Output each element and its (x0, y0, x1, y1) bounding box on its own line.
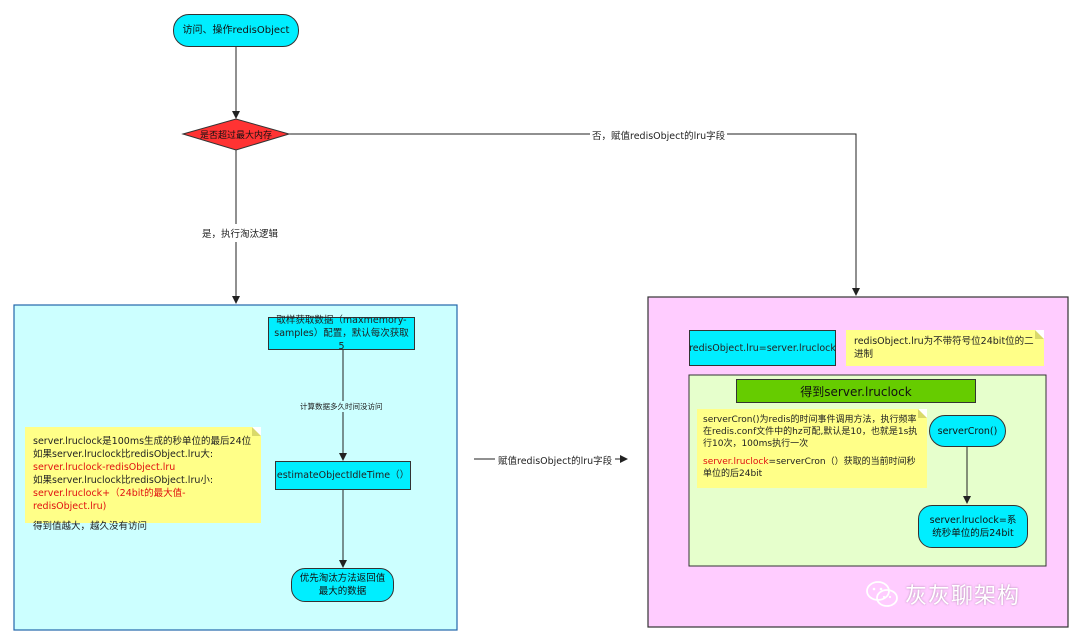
left-note-line3: server.lruclock-redisObject.lru (33, 462, 176, 473)
cron-note-fold (918, 409, 927, 418)
get-lruclock-header: 得到server.lruclock (736, 379, 976, 403)
edge-label-yes: 是，执行淘汰逻辑 (200, 224, 281, 242)
lru-assign-node: redisObject.lru=server.lruclock (689, 330, 836, 366)
lru-note-fold (1035, 330, 1044, 339)
lruclock-result-text: server.lruclock=系统秒单位的后24bit (929, 514, 1017, 539)
lru-note-text: redisObject.lru为不带符号位24bit位的二进制 (854, 336, 1034, 360)
left-note-line4: 如果server.lruclock比redisObject.lru小: (33, 475, 214, 486)
edge-label-idle: 计算数据多久时间没访问 (300, 401, 383, 412)
get-lruclock-text: 得到server.lruclock (800, 384, 912, 399)
lruclock-result-node: server.lruclock=系统秒单位的后24bit (918, 505, 1028, 548)
left-note-line6: 得到值越大，越久没有访问 (33, 521, 148, 532)
servercron-node: serverCron() (929, 415, 1006, 447)
left-note-line5: server.lruclock+（24bit的最大值-redisObject.l… (33, 488, 186, 512)
cron-note-line2: server.lruclock=serverCron（）获取的当前时间秒单位的后… (703, 456, 921, 480)
lru-assign-text: redisObject.lru=server.lruclock (689, 342, 836, 354)
edge-label-assign: 赋值redisObject的lru字段 (495, 453, 616, 467)
start-node: 访问、操作redisObject (173, 14, 299, 47)
edge-label-no: 否，赋值redisObject的lru字段 (590, 128, 728, 142)
estimate-text: estimateObjectIdleTime（） (276, 470, 410, 481)
note-fold (252, 427, 261, 436)
watermark: 灰灰聊架构 (865, 577, 1020, 611)
left-note-line2: 如果server.lruclock比redisObject.lru大: (33, 449, 214, 460)
wechat-icon (866, 581, 898, 607)
decision-label: 是否超过最大内存 (199, 131, 272, 141)
estimate-node: estimateObjectIdleTime（） (275, 461, 411, 490)
decision-diamond (181, 118, 291, 151)
cron-note-red: server.lruclock (703, 457, 769, 467)
cron-note: serverCron()为redis的时间事件调用方法，执行频率在redis.c… (697, 409, 927, 488)
cron-note-line1: serverCron()为redis的时间事件调用方法，执行频率在redis.c… (703, 415, 918, 449)
sample-text: 取样获取数据（maxmemory-samples）配置，默认每次获取5 (274, 315, 409, 352)
priority-node: 优先淘汰方法返回值最大的数据 (291, 568, 394, 602)
left-note-line1: server.lruclock是100ms生成的秒单位的最后24位 (33, 436, 252, 447)
cron-note-rest: =serverCron（）获取的当前时间秒单位的后24bit (703, 457, 916, 479)
watermark-text: 灰灰聊架构 (905, 584, 1021, 609)
left-note: server.lruclock是100ms生成的秒单位的最后24位 如果serv… (25, 427, 261, 532)
sample-node: 取样获取数据（maxmemory-samples）配置，默认每次获取5 (268, 315, 415, 352)
lru-note: redisObject.lru为不带符号位24bit位的二进制 (846, 330, 1044, 366)
servercron-text: serverCron() (937, 425, 998, 437)
edge-no (289, 133, 860, 296)
priority-text: 优先淘汰方法返回值最大的数据 (299, 573, 386, 597)
